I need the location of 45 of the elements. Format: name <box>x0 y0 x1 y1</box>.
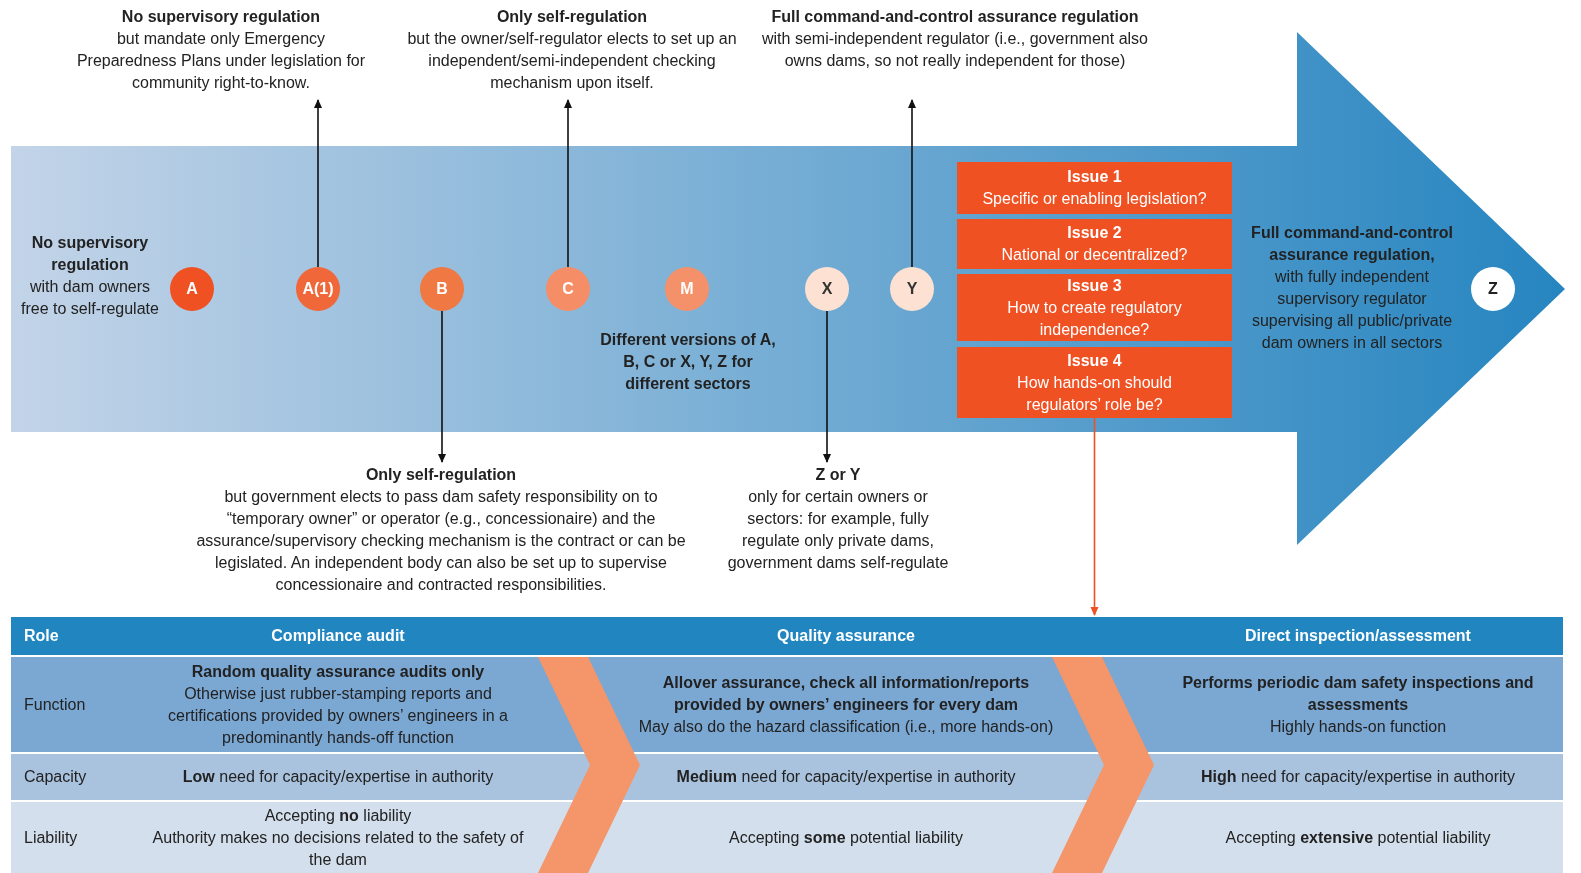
table-text: May also do the hazard classification (i.e., more hands-on) <box>637 716 1055 737</box>
option-description: but mandate only Emergency Preparedness Plans under legislation for community right-to-know. <box>75 29 367 93</box>
table-text: Random quality assurance audits only <box>190 661 486 682</box>
option-heading: Only self-regulation <box>364 465 518 485</box>
table-text: Medium need for capacity/expertise in authority <box>675 767 1017 787</box>
row-header: Capacity <box>24 767 88 787</box>
row-header: Liability <box>24 827 79 848</box>
table-text: Authority makes no decisions related to the safety of the dam <box>151 827 525 870</box>
arrow <box>314 99 322 268</box>
table-text: Allover assurance, check all information/reports provided by owners’ engineers for every dam <box>661 672 1031 715</box>
arrow <box>438 310 446 463</box>
arrow <box>823 310 831 463</box>
table-text: Low need for capacity/expertise in authority <box>181 767 495 787</box>
table-text: Performs periodic dam safety inspections and assessments <box>1181 672 1535 715</box>
issue-box: Issue 1 Specific or enabling legislation? <box>957 162 1232 214</box>
option-description: only for certain owners or sectors: for example, fully regulate only private dams, government dams self-regulate <box>726 487 950 573</box>
column-header: Compliance audit <box>270 626 406 646</box>
issue-box: Issue 2 National or decentralized? <box>957 219 1232 269</box>
option-description: but government elects to pass dam safety responsibility on to “temporary owner” or operator (e.g., concessionaire) and the assurance/supervisory checking mechanism is the contract or can be legislated. An independent body can also be set up to supervise concessionaire and contracted responsibilities. <box>195 487 687 595</box>
column-header: Direct inspection/assessment <box>1244 626 1472 646</box>
chevron-divider <box>1052 657 1154 873</box>
option-heading: Only self-regulation <box>495 7 649 27</box>
issue-box: Issue 4 How hands-on should regulators’ role be? <box>957 347 1232 418</box>
table-text: High need for capacity/expertise in authority <box>1200 767 1516 787</box>
option-heading: Z or Y <box>814 465 862 485</box>
table-text: Highly hands-on function <box>1268 716 1448 737</box>
option-description: with dam owners free to self-regulate <box>20 277 160 319</box>
table-text: Accepting no liability <box>263 805 413 826</box>
option-heading: Full command-and-control assurance regulation <box>770 7 1140 27</box>
option-description: with fully independent supervisory regulator supervising all public/private dam owners in all sectors <box>1250 267 1454 353</box>
chevron-divider <box>538 657 640 873</box>
option-heading: Different versions of A, B, C or X, Y, Z for different sectors <box>600 330 776 394</box>
arrow <box>564 99 572 268</box>
row-header: Function <box>24 694 87 715</box>
column-header: Role <box>24 626 60 646</box>
issue-box: Issue 3 How to create regulatory independence? <box>957 274 1232 341</box>
table-text: Accepting extensive potential liability <box>1224 827 1492 848</box>
arrow <box>1090 417 1099 616</box>
table-text: Accepting some potential liability <box>728 827 964 848</box>
table-text: Otherwise just rubber-stamping reports and certifications provided by owners’ engineers in a predominantly hands-off function <box>167 683 509 748</box>
column-header: Quality assurance <box>776 626 916 646</box>
option-description: with semi-independent regulator (i.e., government also owns dams, so not really independent for those) <box>761 29 1149 71</box>
arrow <box>908 99 916 268</box>
option-heading: No supervisory regulation <box>120 7 322 27</box>
option-description: but the owner/self-regulator elects to set up an independent/semi-independent checking mechanism upon itself. <box>406 29 738 93</box>
